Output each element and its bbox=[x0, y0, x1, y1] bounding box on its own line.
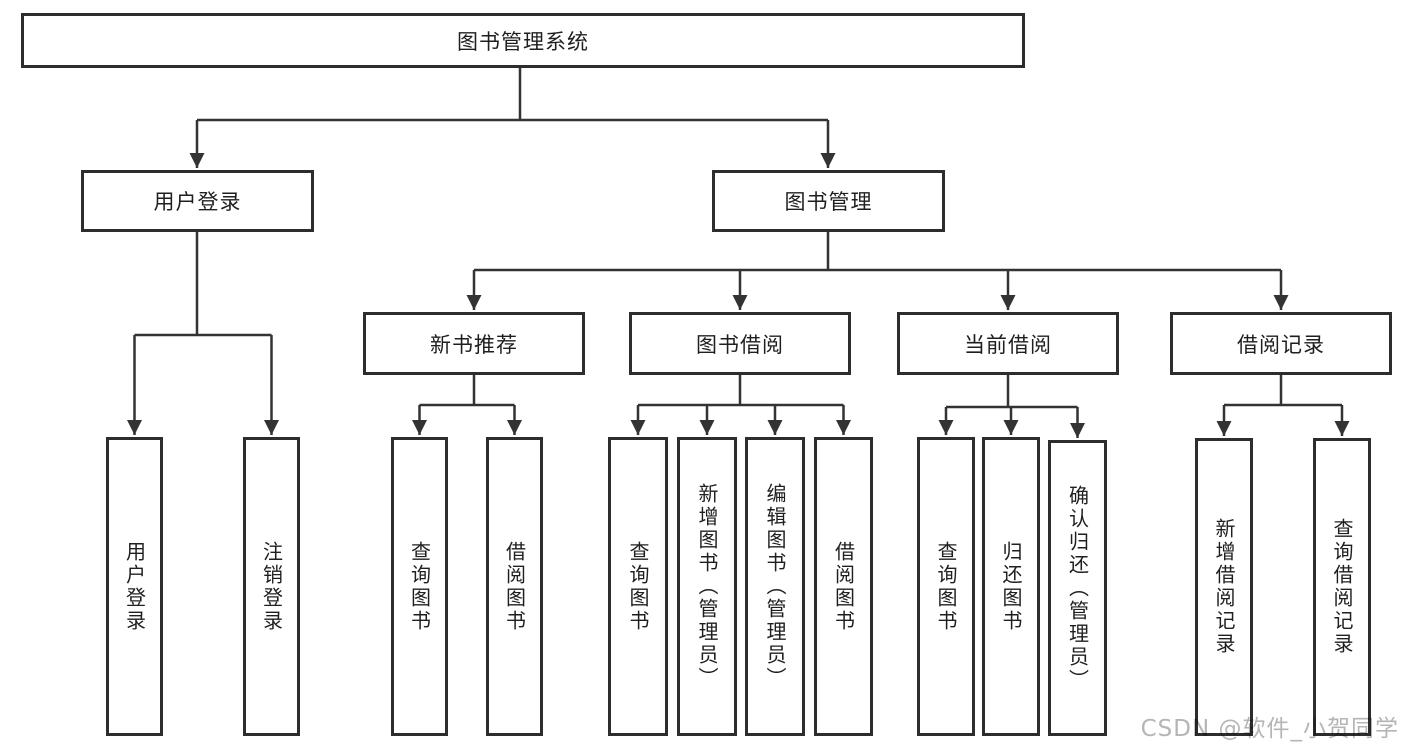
leaf-label: 确认归还（管理员） bbox=[1065, 484, 1090, 692]
leaf-label: 新增借阅记录 bbox=[1212, 518, 1236, 656]
leaf-add-book-admin: 新增图书（管理员） bbox=[677, 437, 737, 736]
node-borrowing-records: 借阅记录 bbox=[1170, 312, 1392, 375]
connector-book-management-to-groups bbox=[466, 232, 1289, 310]
leaf-edit-book-admin: 编辑图书（管理员） bbox=[745, 437, 805, 736]
connector-root-to-branches bbox=[189, 68, 836, 168]
connector-user-login-to-leaves bbox=[127, 232, 279, 435]
leaf-label: 新增图书（管理员） bbox=[695, 483, 719, 690]
leaf-label: 查询图书 bbox=[407, 540, 432, 633]
leaf-label: 编辑图书（管理员） bbox=[763, 483, 787, 690]
leaf-user-login: 用户登录 bbox=[106, 437, 163, 736]
node-current-borrowing: 当前借阅 bbox=[897, 312, 1119, 375]
node-root: 图书管理系统 bbox=[21, 13, 1025, 68]
leaf-borrow-books-recommend: 借阅图书 bbox=[486, 437, 543, 736]
leaf-label: 查询借阅记录 bbox=[1330, 518, 1354, 656]
leaf-query-books-current: 查询图书 bbox=[917, 437, 975, 736]
leaf-label: 借阅图书 bbox=[831, 540, 856, 633]
leaf-label: 查询图书 bbox=[626, 540, 650, 633]
leaf-query-books-borrowing: 查询图书 bbox=[608, 437, 668, 736]
leaf-return-books: 归还图书 bbox=[982, 437, 1040, 736]
node-user-login: 用户登录 bbox=[81, 170, 314, 232]
watermark: CSDN @软件_小贺同学 bbox=[1140, 716, 1399, 742]
leaf-add-borrow-record: 新增借阅记录 bbox=[1195, 438, 1253, 736]
connector-current-borrowing-to-leaves bbox=[938, 375, 1085, 438]
leaf-label: 用户登录 bbox=[122, 540, 147, 633]
leaf-confirm-return-admin: 确认归还（管理员） bbox=[1048, 440, 1107, 736]
leaf-logout: 注销登录 bbox=[243, 437, 300, 736]
leaf-label: 归还图书 bbox=[999, 540, 1023, 633]
leaf-borrow-books-borrowing: 借阅图书 bbox=[814, 437, 873, 736]
connector-new-book-recommend-to-leaves bbox=[412, 375, 522, 435]
leaf-label: 注销登录 bbox=[259, 540, 284, 633]
node-new-book-recommend: 新书推荐 bbox=[363, 312, 585, 375]
node-book-borrowing: 图书借阅 bbox=[629, 312, 851, 375]
leaf-query-books-recommend: 查询图书 bbox=[391, 437, 448, 736]
leaf-query-borrow-record: 查询借阅记录 bbox=[1313, 438, 1371, 736]
node-book-management: 图书管理 bbox=[712, 170, 945, 232]
leaf-label: 查询图书 bbox=[934, 540, 958, 633]
connector-borrowing-records-to-leaves bbox=[1216, 375, 1350, 436]
connector-book-borrowing-to-leaves bbox=[630, 375, 851, 435]
leaf-label: 借阅图书 bbox=[502, 540, 527, 633]
